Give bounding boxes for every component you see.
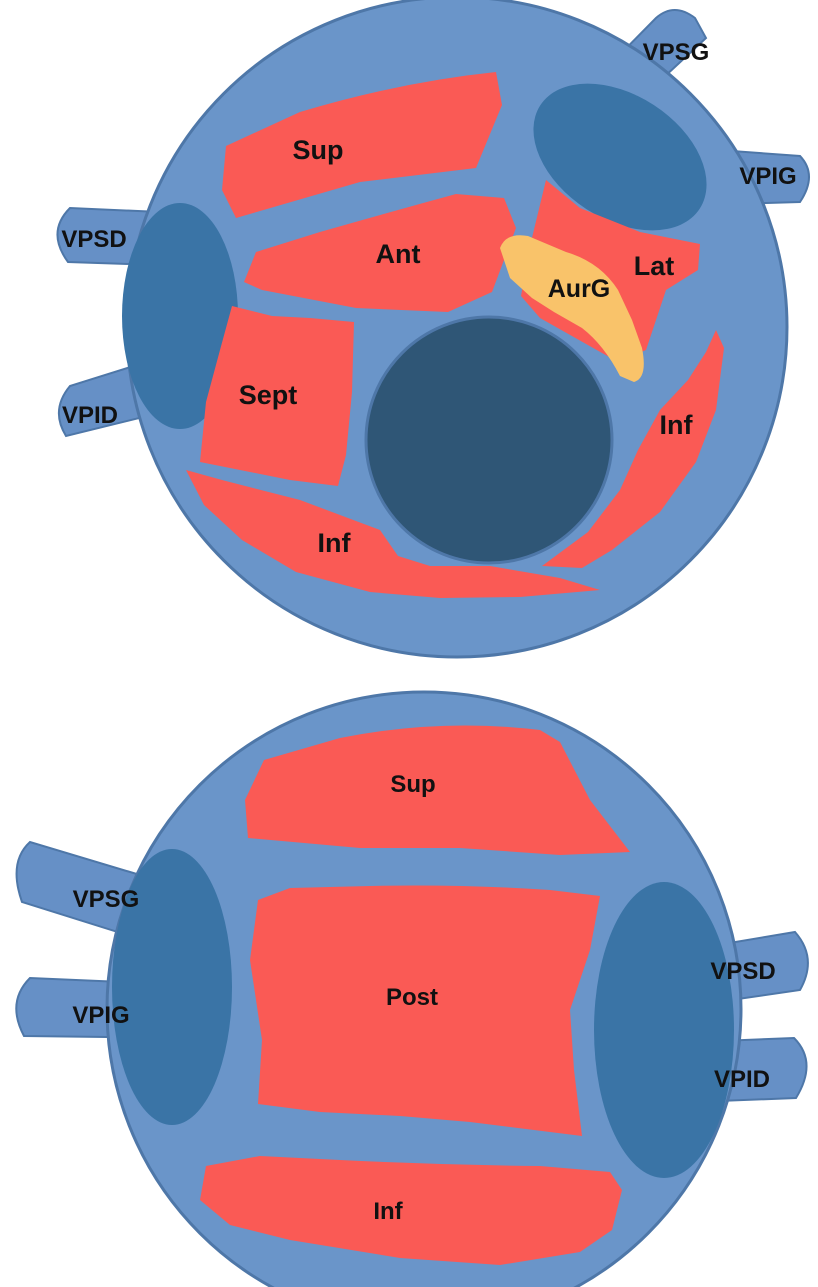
- bottom-label-vpsd: VPSD: [710, 958, 775, 985]
- top-label-sept: Sept: [239, 380, 298, 410]
- bottom-label-vpid: VPID: [714, 1066, 770, 1093]
- top-atrium-diagram: Sup Ant Lat AurG Sept Inf Inf VPSG VPIG …: [57, 0, 809, 657]
- bottom-label-sup: Sup: [390, 771, 435, 798]
- top-label-vpsd: VPSD: [61, 226, 126, 253]
- top-label-inf-right: Inf: [660, 410, 694, 440]
- top-label-aurg: AurG: [548, 275, 611, 303]
- top-label-vpsg: VPSG: [643, 39, 710, 66]
- bottom-ostium-right: [594, 882, 734, 1178]
- top-label-ant: Ant: [376, 239, 421, 269]
- top-label-vpid: VPID: [62, 402, 118, 429]
- top-label-inf-bottom: Inf: [318, 528, 352, 558]
- bottom-atrium-diagram: Sup Post Inf VPSG VPIG VPSD VPID: [16, 692, 808, 1287]
- top-label-lat: Lat: [634, 251, 675, 281]
- top-mitral-valve: [366, 317, 612, 563]
- top-label-vpig: VPIG: [739, 163, 796, 190]
- bottom-label-inf: Inf: [373, 1198, 403, 1225]
- top-label-sup: Sup: [293, 135, 344, 165]
- bottom-label-vpsg: VPSG: [73, 886, 140, 913]
- bottom-label-post: Post: [386, 984, 438, 1011]
- bottom-label-vpig: VPIG: [72, 1002, 129, 1029]
